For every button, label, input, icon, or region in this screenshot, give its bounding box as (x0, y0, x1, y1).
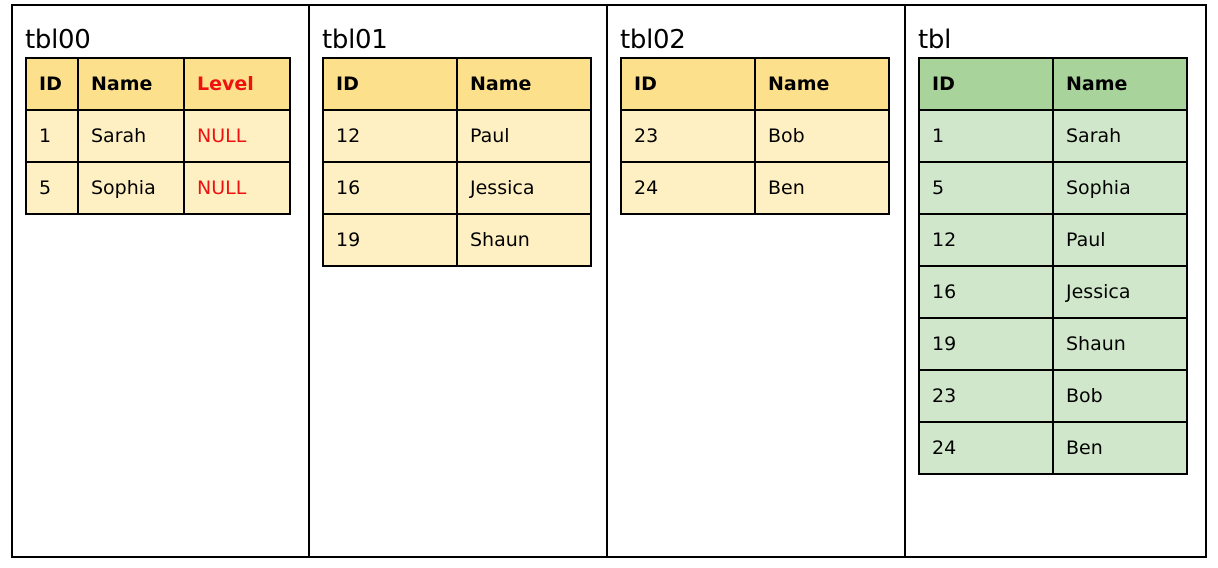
header-name: Name (1052, 57, 1188, 111)
header-id: ID (25, 57, 79, 111)
table-row: 23 Bob (620, 109, 890, 163)
cell-id: 1 (25, 109, 79, 163)
panel-tbl01: tbl01 ID Name 12 Paul 16 Jessica 19 Shau… (310, 6, 608, 556)
cell-level: NULL (183, 109, 291, 163)
cell-id: 24 (620, 161, 756, 215)
header-name: Name (77, 57, 185, 111)
cell-name: Shaun (1052, 317, 1188, 371)
table-tbl01: ID Name 12 Paul 16 Jessica 19 Shaun (322, 57, 592, 267)
cell-id: 23 (620, 109, 756, 163)
panel-tbl02: tbl02 ID Name 23 Bob 24 Ben (608, 6, 906, 556)
header-id: ID (620, 57, 756, 111)
header-row: ID Name (322, 57, 592, 111)
header-row: ID Name Level (25, 57, 291, 111)
panel-tbl00: tbl00 ID Name Level 1 Sarah NULL 5 Sophi… (13, 6, 310, 556)
header-row: ID Name (620, 57, 890, 111)
cell-name: Bob (1052, 369, 1188, 423)
table-row: 5 Sophia (918, 161, 1188, 215)
cell-id: 19 (918, 317, 1054, 371)
cell-id: 16 (322, 161, 458, 215)
cell-id: 23 (918, 369, 1054, 423)
cell-name: Shaun (456, 213, 592, 267)
table-row: 24 Ben (918, 421, 1188, 475)
cell-id: 16 (918, 265, 1054, 319)
table-row: 24 Ben (620, 161, 890, 215)
header-id: ID (918, 57, 1054, 111)
cell-id: 12 (322, 109, 458, 163)
table-title-tbl: tbl (918, 25, 952, 55)
cell-name: Sarah (1052, 109, 1188, 163)
header-level: Level (183, 57, 291, 111)
cell-name: Ben (1052, 421, 1188, 475)
table-row: 16 Jessica (918, 265, 1188, 319)
header-name: Name (456, 57, 592, 111)
panel-tbl: tbl ID Name 1 Sarah 5 Sophia 12 Paul 16 … (906, 6, 1205, 556)
cell-name: Bob (754, 109, 890, 163)
cell-id: 19 (322, 213, 458, 267)
table-row: 1 Sarah (918, 109, 1188, 163)
cell-name: Sophia (1052, 161, 1188, 215)
table-row: 23 Bob (918, 369, 1188, 423)
cell-id: 24 (918, 421, 1054, 475)
cell-name: Sophia (77, 161, 185, 215)
cell-name: Paul (1052, 213, 1188, 267)
cell-id: 1 (918, 109, 1054, 163)
table-tbl: ID Name 1 Sarah 5 Sophia 12 Paul 16 Jess… (918, 57, 1188, 475)
header-id: ID (322, 57, 458, 111)
table-row: 12 Paul (322, 109, 592, 163)
table-row: 1 Sarah NULL (25, 109, 291, 163)
table-title-tbl02: tbl02 (620, 25, 686, 55)
cell-name: Sarah (77, 109, 185, 163)
table-row: 16 Jessica (322, 161, 592, 215)
table-row: 5 Sophia NULL (25, 161, 291, 215)
diagram-frame: tbl00 ID Name Level 1 Sarah NULL 5 Sophi… (11, 4, 1207, 558)
table-title-tbl01: tbl01 (322, 25, 388, 55)
table-title-tbl00: tbl00 (25, 25, 91, 55)
table-row: 12 Paul (918, 213, 1188, 267)
table-tbl00: ID Name Level 1 Sarah NULL 5 Sophia NULL (25, 57, 291, 215)
cell-name: Jessica (1052, 265, 1188, 319)
table-row: 19 Shaun (918, 317, 1188, 371)
cell-id: 5 (918, 161, 1054, 215)
cell-name: Jessica (456, 161, 592, 215)
cell-id: 5 (25, 161, 79, 215)
cell-level: NULL (183, 161, 291, 215)
cell-id: 12 (918, 213, 1054, 267)
cell-name: Paul (456, 109, 592, 163)
table-row: 19 Shaun (322, 213, 592, 267)
table-tbl02: ID Name 23 Bob 24 Ben (620, 57, 890, 215)
header-row: ID Name (918, 57, 1188, 111)
cell-name: Ben (754, 161, 890, 215)
header-name: Name (754, 57, 890, 111)
